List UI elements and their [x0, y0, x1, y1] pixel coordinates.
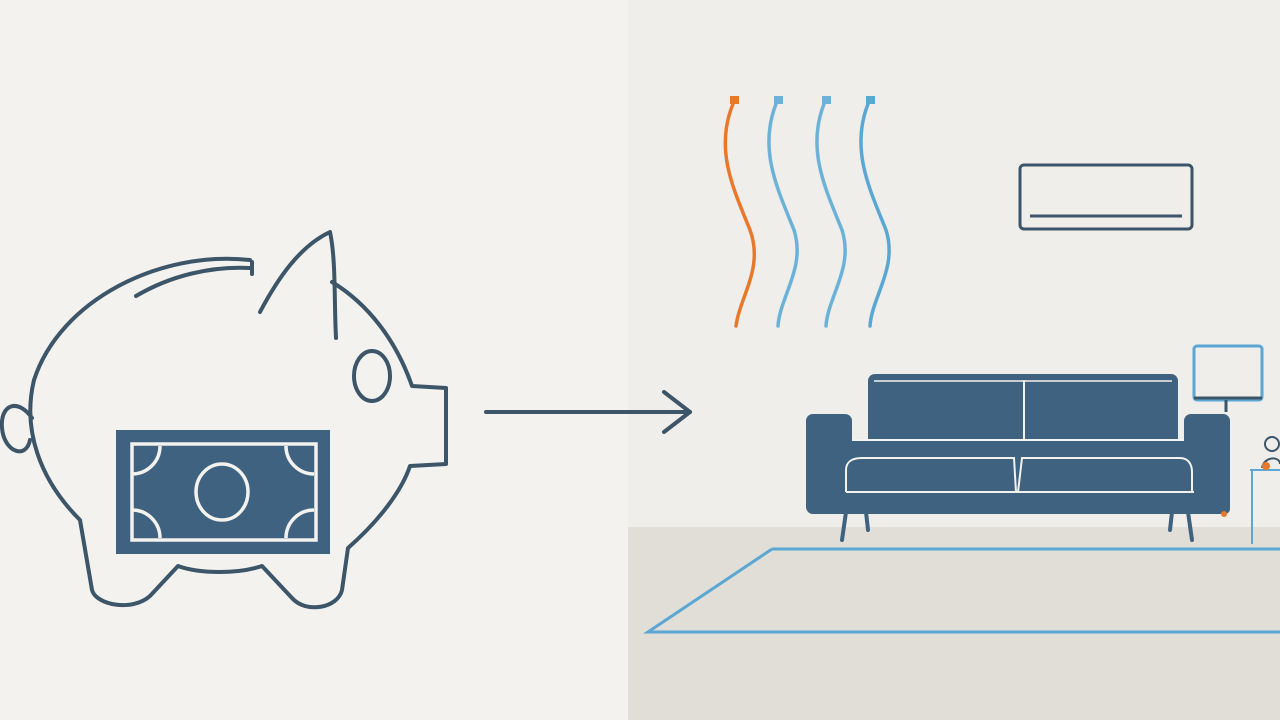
lamp-icon: [1192, 344, 1264, 412]
piggy-body-outline: [28, 256, 448, 610]
sofa-cushion-left: [845, 457, 1017, 493]
floor: [628, 527, 1280, 720]
air-conditioner-icon: [1018, 163, 1194, 231]
rug: [643, 547, 1280, 634]
sofa-leg-left: [840, 510, 848, 542]
ac-body: [1018, 163, 1194, 231]
sofa-arm-right: [1184, 414, 1230, 514]
heat-wave-line: [723, 102, 756, 328]
banknote-icon: [116, 430, 330, 554]
side-table-fruit: [1262, 462, 1270, 470]
banknote-corner-tr: [284, 445, 315, 476]
lamp-shade: [1192, 344, 1264, 402]
left-background: [0, 0, 628, 720]
piggy-tail: [0, 404, 34, 454]
piggy-ear: [258, 230, 338, 340]
cool-wave-line-2: [815, 102, 847, 328]
banknote-center-circle: [194, 462, 250, 522]
side-table-vase: [1264, 436, 1280, 452]
heat-wave-icon: [723, 96, 756, 328]
banknote-corner-br: [284, 508, 315, 539]
arrow-right-icon: [484, 390, 692, 434]
sofa-leg-right: [1186, 510, 1194, 542]
cool-wave-cap-3: [866, 96, 875, 104]
arrow-head: [662, 390, 692, 434]
banknote-corner-bl: [131, 508, 162, 539]
sofa-leg-mid-left: [864, 510, 870, 532]
cool-air-wave-icon: [767, 96, 891, 328]
banknote-corner-tl: [131, 445, 162, 476]
piggy-coin-slot: [134, 265, 252, 298]
cool-wave-line-1: [767, 102, 799, 328]
piggy-eye: [352, 349, 392, 403]
floor-toy: [1221, 511, 1227, 517]
cool-wave-line-3: [859, 102, 891, 328]
cool-wave-cap-1: [774, 96, 783, 104]
cool-wave-cap-2: [822, 96, 831, 104]
banknote-inner-border: [130, 442, 318, 542]
sofa-icon: [806, 374, 1230, 542]
banknote-body: [116, 430, 330, 554]
heat-wave-cap: [730, 96, 739, 104]
sofa-leg-mid-right: [1168, 510, 1174, 532]
sofa-arm-left: [806, 414, 852, 514]
sofa-cushion-right: [1017, 457, 1193, 493]
piggy-bank-icon: [0, 230, 448, 610]
